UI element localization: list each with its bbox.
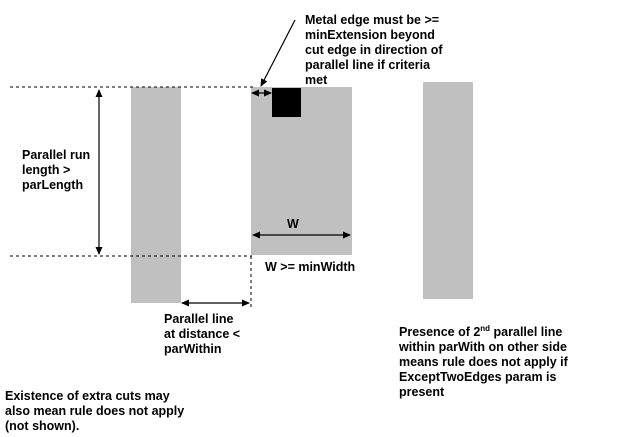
metal-edge-note-line: minExtension beyond — [305, 28, 435, 42]
parallel-line-label-line: parWithin — [164, 342, 222, 356]
note-text: Presence of 2 — [399, 325, 481, 339]
callout-pointer-arrow — [260, 19, 296, 87]
cut-square — [272, 88, 301, 117]
right-metal-bar — [423, 82, 473, 299]
parallel-line-label-line: at distance < — [164, 327, 241, 341]
metal-edge-note-line: Metal edge must be >= — [305, 13, 440, 27]
metal-edge-note-line: parallel line if criteria — [305, 58, 431, 72]
second-parallel-line-note: Presence of 2nd parallel line within par… — [399, 323, 568, 400]
second-parallel-line-note-line: Presence of 2nd parallel line — [399, 323, 568, 340]
extra-cuts-note-line: also mean rule does not apply — [5, 404, 185, 418]
parallel-line-label-line: Parallel line — [164, 312, 234, 326]
parallel-run-label-line: Parallel run — [22, 148, 91, 162]
left-metal-bar — [131, 87, 181, 303]
parallel-run-label: Parallel run length > parLength — [22, 148, 90, 193]
note-text: parallel line — [490, 325, 563, 339]
ordinal-suffix: nd — [480, 323, 491, 333]
parallel-run-label-line: parLength — [22, 178, 84, 192]
parallel-run-label-line: length > — [22, 163, 71, 177]
extra-cuts-note: Existence of extra cuts may also mean ru… — [5, 389, 184, 434]
second-parallel-line-note-line: ExceptTwoEdges param is — [399, 370, 557, 384]
extra-cuts-note-line: Existence of extra cuts may — [5, 389, 170, 403]
second-parallel-line-note-line: means rule does not apply if — [399, 355, 568, 369]
metal-edge-note-line: cut edge in direction of — [305, 43, 443, 57]
center-metal-shape — [251, 87, 352, 255]
extra-cuts-note-line: (not shown). — [5, 419, 80, 433]
width-label: W — [287, 217, 299, 231]
second-parallel-line-note-line: present — [399, 385, 445, 399]
metal-edge-note-line: met — [305, 73, 328, 87]
metal-edge-note: Metal edge must be >= minExtension beyon… — [305, 13, 443, 88]
second-parallel-line-note-line: within parWith on other side — [399, 340, 567, 354]
parallel-line-label: Parallel line at distance < parWithin — [164, 312, 240, 357]
min-width-label: W >= minWidth — [265, 260, 356, 274]
